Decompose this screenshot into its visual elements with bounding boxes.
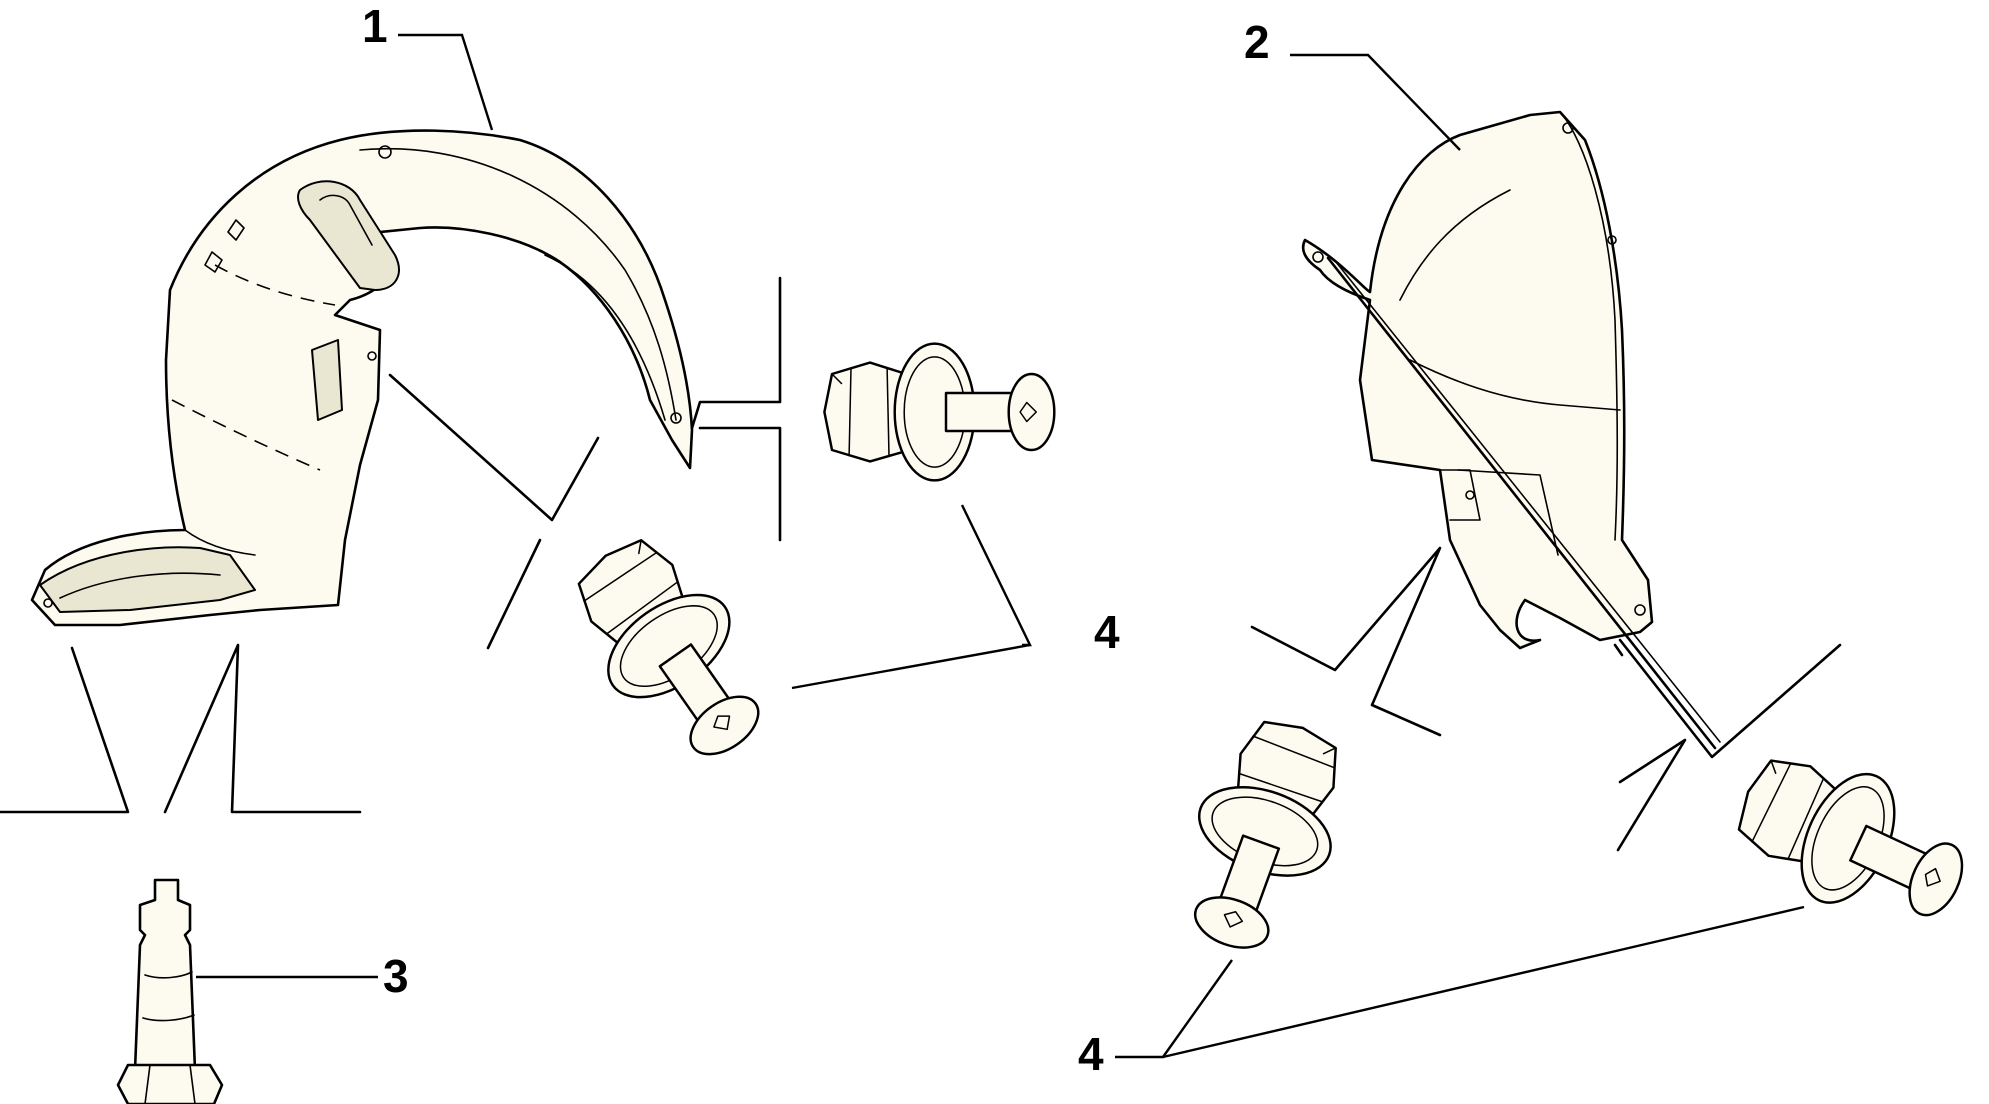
callout-3: 3 (383, 950, 409, 1002)
push-rivet-clip-2 (548, 515, 795, 785)
callout-4-lower: 4 (1078, 1028, 1104, 1080)
callout-2: 2 (1244, 16, 1270, 68)
mounting-lines-part2 (1250, 546, 1842, 852)
guide-rod (1326, 256, 1721, 750)
push-rivet-clip-1 (823, 342, 1056, 482)
callout-labels: 1 2 3 4 4 (362, 0, 1270, 1080)
leader-lines (196, 33, 1805, 1059)
callout-4-upper: 4 (1094, 606, 1120, 658)
screw (116, 878, 224, 1104)
push-rivet-clip-3 (1158, 703, 1369, 969)
splash-shield-right (1301, 110, 1654, 650)
mounting-lines-part1 (0, 276, 782, 814)
callout-1: 1 (362, 0, 388, 52)
wheel-arch-liner-left (30, 129, 694, 627)
